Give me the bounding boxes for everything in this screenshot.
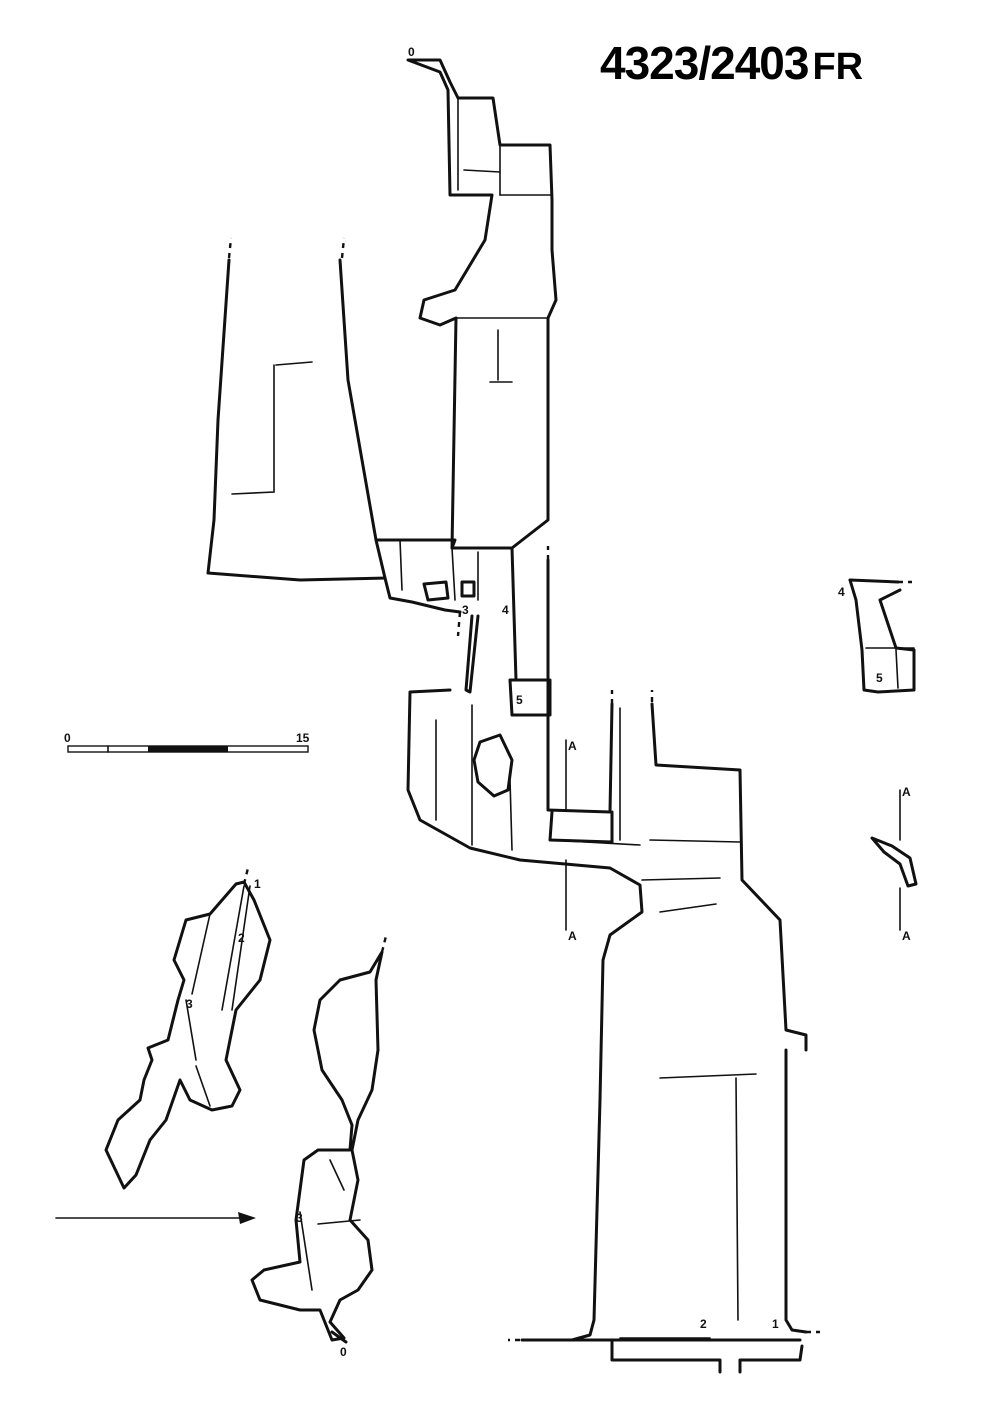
section-label-bottom: A	[568, 929, 577, 943]
elev-lower-station-0: 0	[340, 1345, 347, 1359]
arrow-head-icon	[238, 1212, 256, 1224]
cross-section-label-bottom: A	[902, 929, 911, 943]
cross-section-label-top: A	[902, 785, 911, 799]
elev-lower-station-3: 3	[296, 1211, 303, 1225]
detail-plan-4-5: 4 5	[838, 578, 916, 694]
cross-section-a: A A	[870, 785, 918, 943]
elevation-lower: 3 0	[250, 935, 388, 1359]
elev-upper-station-1: 1	[254, 877, 261, 891]
plan-station-2: 2	[700, 1317, 707, 1331]
plan-station-5: 5	[516, 693, 523, 707]
elev-upper-station-3: 3	[186, 997, 193, 1011]
direction-arrow	[55, 1212, 256, 1224]
detail-station-4: 4	[838, 585, 845, 599]
scale-end-label: 15	[296, 731, 310, 745]
section-label-top: A	[568, 739, 577, 753]
survey-code: 4323/2403	[600, 37, 809, 89]
plan-station-1: 1	[772, 1317, 779, 1331]
elev-upper-station-2: 2	[238, 931, 245, 945]
elevation-upper: 1 2 3	[104, 867, 272, 1190]
section-line-a: A A	[565, 739, 577, 943]
detail-station-5: 5	[876, 671, 883, 685]
survey-code-suffix: FR	[812, 46, 864, 88]
plan-station-3: 3	[462, 603, 469, 617]
main-cave-plan: 0 1 2 3 4 5	[206, 45, 820, 1374]
plan-station-4: 4	[502, 603, 509, 617]
plan-station-0: 0	[408, 45, 415, 59]
scale-bar: 0 15	[64, 731, 310, 753]
scale-start-label: 0	[64, 731, 71, 745]
